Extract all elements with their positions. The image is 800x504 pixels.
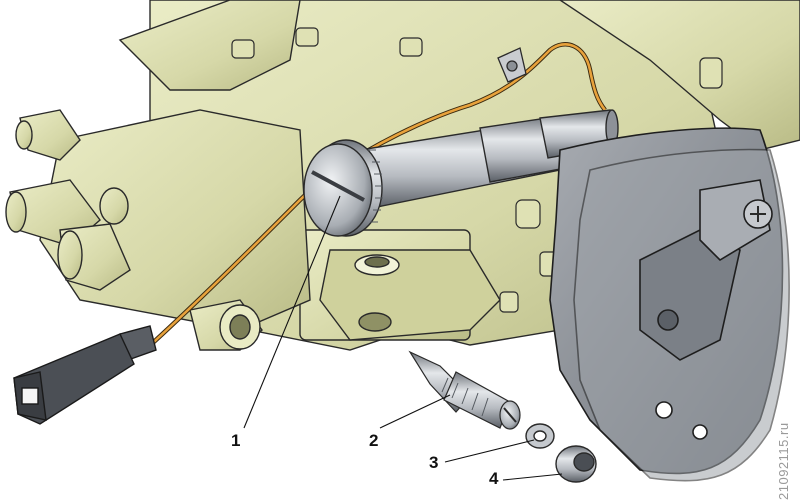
leader-line-2 [379,394,451,429]
leader-line-1 [243,195,341,429]
leader-line-3 [444,439,535,463]
cap-nut [555,445,597,483]
fitting-block [5,109,311,351]
callout-1: 1 [231,431,241,450]
callout-3: 3 [429,453,439,472]
washer [525,423,555,449]
leader-lines [243,195,563,481]
watermark: 21092115.ru [776,422,791,500]
mixture-screw [408,350,521,430]
throttle-sector-plate [549,127,790,482]
wire-clip [497,47,527,83]
connector-plug [13,325,157,425]
callout-2: 2 [369,431,379,450]
screw-thread-lines [441,377,489,417]
callout-4: 4 [489,469,499,488]
knurl-marks [368,149,383,223]
solenoid-wire-core [144,43,607,351]
leader-line-4 [502,473,563,481]
